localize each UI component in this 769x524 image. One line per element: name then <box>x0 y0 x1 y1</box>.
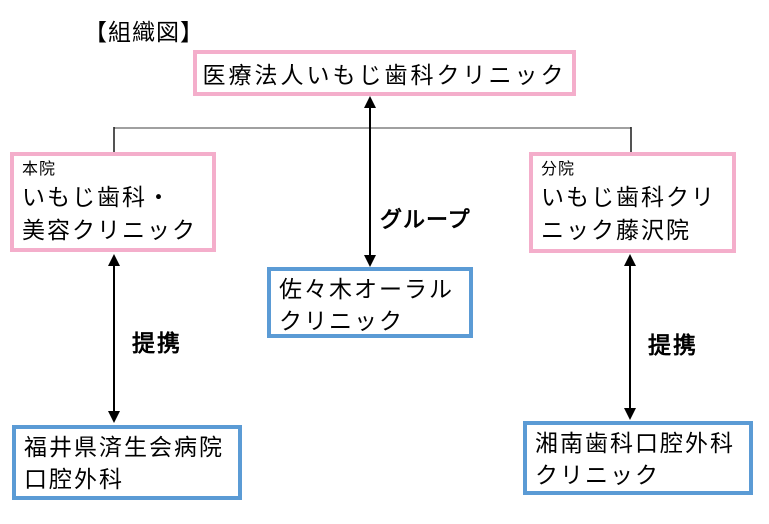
right-partner-name-line2: クリニック <box>535 462 660 488</box>
right-partnership-double-arrow <box>624 254 636 420</box>
branch-clinic-name-line2: ニック藤沢院 <box>541 217 691 243</box>
group-relation-label: グループ <box>380 207 471 232</box>
branch-clinic-tag: 分院 <box>541 161 576 178</box>
main-clinic-name-line1: いもじ歯科・ <box>22 184 172 210</box>
right-partnership-label: 提携 <box>648 332 698 358</box>
group-double-arrow <box>364 96 376 267</box>
left-partner-name-line2: 口腔外科 <box>24 466 124 492</box>
group-clinic-name-line2: クリニック <box>279 308 404 334</box>
diagram-title: 【組織図】 <box>84 19 204 45</box>
right-partner-box: 湘南歯科口腔外科 クリニック <box>523 421 753 495</box>
tree-horizontal-line <box>113 127 632 152</box>
left-partner-name-line1: 福井県済生会病院 <box>24 434 224 460</box>
right-partner-name-line1: 湘南歯科口腔外科 <box>535 430 735 456</box>
headquarters-name: 医療法人いもじ歯科クリニック <box>202 62 567 88</box>
main-clinic-box: 本院 いもじ歯科・ 美容クリニック <box>10 152 216 252</box>
branch-clinic-box: 分院 いもじ歯科クリ ニック藤沢院 <box>529 152 736 253</box>
group-clinic-name-line1: 佐々木オーラル <box>279 276 454 302</box>
left-partner-box: 福井県済生会病院 口腔外科 <box>12 425 242 500</box>
main-clinic-tag: 本院 <box>22 161 57 178</box>
main-clinic-name-line2: 美容クリニック <box>22 217 197 243</box>
left-partnership-double-arrow <box>108 254 120 423</box>
group-clinic-box: 佐々木オーラル クリニック <box>267 267 473 338</box>
left-partnership-label: 提携 <box>132 330 182 356</box>
headquarters-box: 医療法人いもじ歯科クリニック <box>193 50 576 96</box>
branch-clinic-name-line1: いもじ歯科クリ <box>541 184 716 210</box>
